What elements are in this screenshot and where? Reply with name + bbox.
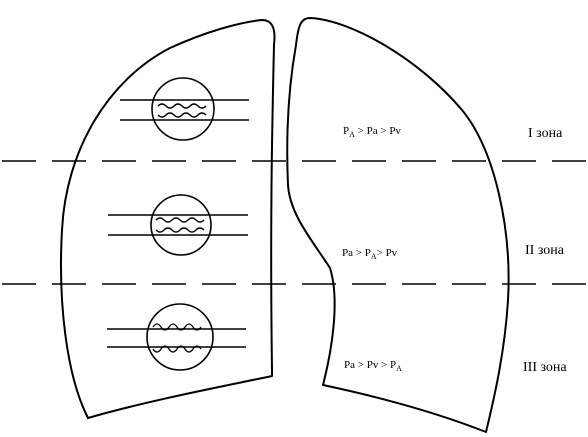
alveolus-circle-1: [152, 78, 214, 140]
formula-text: > Pv: [377, 247, 398, 259]
alveolus-circle-2: [151, 195, 211, 255]
zone-1-label: I зона: [528, 126, 563, 141]
capillary-inner-wave-bottom-2: [156, 228, 204, 232]
formula-subscript: A: [396, 364, 402, 373]
alveolus-vessel-zone-2: [108, 195, 248, 255]
alveolus-vessel-zone-3: [107, 304, 246, 370]
zone-3-formula: Pa > Pv > PA: [344, 359, 402, 373]
capillary-inner-wave-bottom-1: [158, 113, 206, 117]
formula-text: Pa > Pv > P: [344, 359, 396, 371]
zone-1-formula: PA > Pa > Pv: [343, 125, 401, 139]
zone-2-formula: Pa > PA> Pv: [342, 247, 398, 261]
formula-text: Pa > P: [342, 247, 371, 259]
capillary-inner-wave-top-1: [158, 104, 206, 108]
capillary-inner-wave-top-2: [156, 218, 204, 222]
formula-text: > Pa > Pv: [355, 125, 402, 137]
left-lung-outline: [61, 20, 274, 418]
alveolus-circle-3: [147, 304, 213, 370]
zone-3-label: III зона: [523, 360, 567, 375]
alveolus-vessel-zone-1: [120, 78, 249, 140]
zone-2-label: II зона: [525, 243, 565, 258]
